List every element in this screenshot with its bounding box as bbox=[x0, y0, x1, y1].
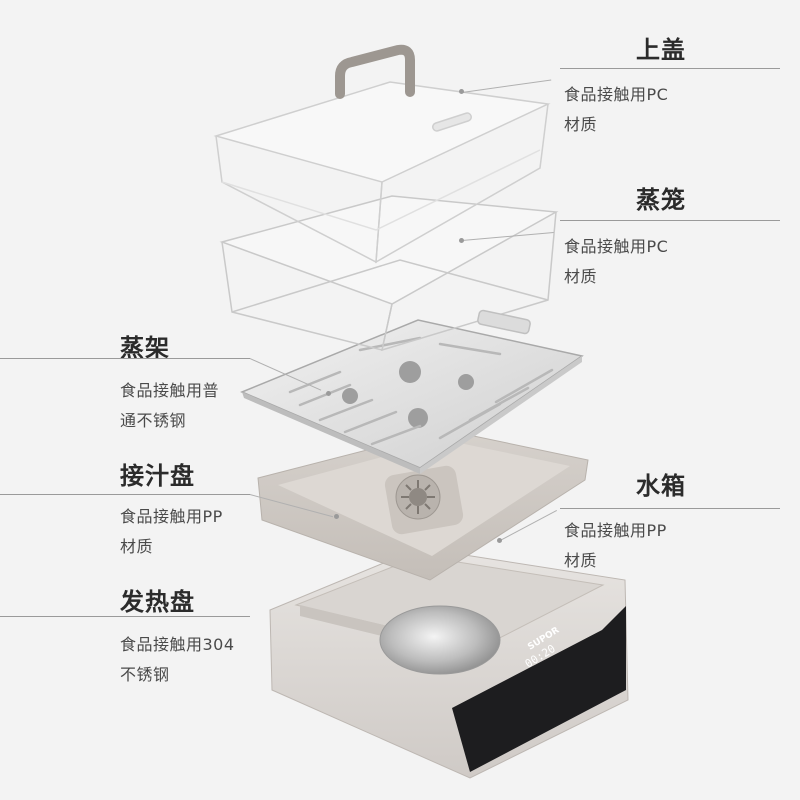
heating-plate bbox=[379, 605, 501, 675]
part-desc-rack: 食品接触用普 通不锈钢 bbox=[120, 381, 220, 430]
lid bbox=[213, 44, 551, 264]
part-title: 蒸架 bbox=[120, 334, 170, 362]
leader-dot-rack bbox=[326, 391, 331, 396]
part-desc-heating-plate: 食品接触用304 不锈钢 bbox=[120, 635, 235, 684]
part-basket: 蒸笼 bbox=[560, 180, 686, 215]
lid-handle bbox=[335, 44, 415, 99]
divider-heating-plate bbox=[0, 616, 250, 617]
leader-dot-basket bbox=[459, 238, 464, 243]
steaming-rack bbox=[240, 319, 584, 474]
part-title: 上盖 bbox=[636, 36, 686, 64]
part-title: 水箱 bbox=[636, 472, 686, 500]
control-panel bbox=[452, 606, 626, 772]
base-unit: 00:20 SUPOR bbox=[269, 547, 629, 779]
part-tank: 水箱 bbox=[560, 466, 686, 501]
part-desc-tray: 食品接触用PP 材质 bbox=[120, 507, 223, 556]
steamer-basket bbox=[219, 195, 559, 352]
part-heating-plate: 发热盘 bbox=[120, 582, 195, 617]
part-title: 接汁盘 bbox=[120, 462, 195, 490]
part-tray: 接汁盘 bbox=[120, 456, 195, 491]
part-title: 蒸笼 bbox=[636, 186, 686, 214]
leader-dot-tank bbox=[497, 538, 502, 543]
part-rack: 蒸架 bbox=[120, 328, 170, 363]
divider-lid bbox=[560, 68, 780, 69]
drip-tray bbox=[257, 429, 589, 581]
part-title: 发热盘 bbox=[120, 588, 195, 616]
leader-dot-lid bbox=[459, 89, 464, 94]
part-desc-lid: 食品接触用PC 材质 bbox=[564, 85, 669, 134]
divider-basket bbox=[560, 220, 780, 221]
part-desc-basket: 食品接触用PC 材质 bbox=[564, 237, 669, 286]
part-desc-tank: 食品接触用PP 材质 bbox=[564, 521, 667, 570]
divider-tank bbox=[560, 508, 780, 509]
divider-tray bbox=[0, 494, 250, 495]
divider-rack bbox=[0, 358, 250, 359]
leader-dot-tray bbox=[334, 514, 339, 519]
part-lid: 上盖 bbox=[560, 30, 686, 65]
